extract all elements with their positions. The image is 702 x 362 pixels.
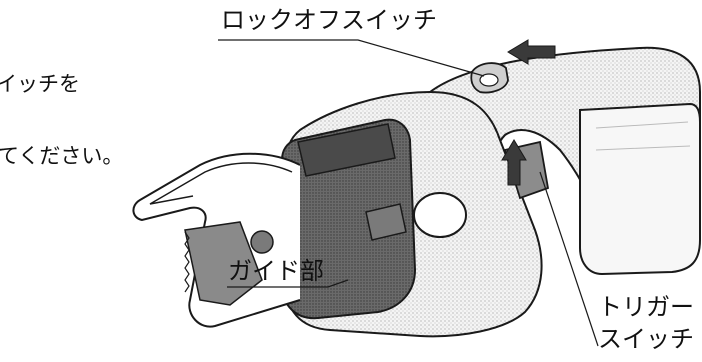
lock-off-switch (471, 63, 508, 92)
trigger-switch-label-1: トリガー (598, 295, 694, 319)
head-cover (282, 120, 415, 318)
instruction-line-2: てください。 (0, 146, 123, 167)
instruction-line-1: イッチを (0, 74, 80, 95)
guide-and-blade (133, 154, 300, 327)
trigger-switch-label-2: スイッチ (598, 327, 694, 351)
guide-label: ガイド部 (228, 259, 324, 283)
lock-off-switch-label: ロックオフスイッチ (221, 8, 437, 32)
